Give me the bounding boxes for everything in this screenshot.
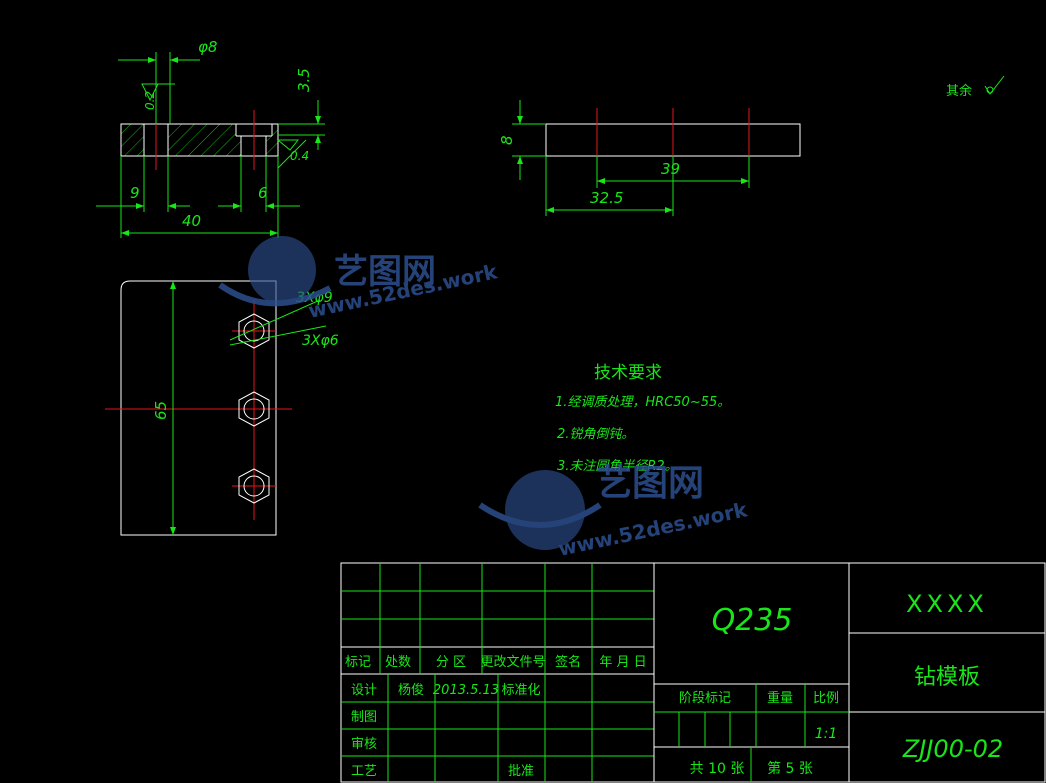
scale-value: 1:1 bbox=[815, 726, 838, 742]
sheet-number: 第 5 张 bbox=[767, 760, 813, 777]
dim-left-hole: 9 bbox=[130, 184, 140, 202]
watermark-globe-icon-2 bbox=[505, 470, 585, 550]
dim-39: 39 bbox=[661, 160, 680, 178]
dim-thickness: 8 bbox=[498, 135, 516, 145]
watermark-brand-2: 艺图网 bbox=[596, 463, 704, 504]
watermark-2: 艺图网 www.52des.work bbox=[478, 463, 750, 561]
row-draw: 制图 bbox=[351, 710, 377, 725]
header-date: 年 月 日 bbox=[599, 655, 646, 670]
row-standard: 标准化 bbox=[501, 683, 540, 698]
remaining-check-icon bbox=[984, 75, 1005, 95]
designer-name: 杨俊 bbox=[398, 683, 424, 698]
roughness-value-top: 0.2 bbox=[143, 91, 157, 110]
technical-requirements: 技术要求 1.经调质处理，HRC50~55。 2.锐角倒钝。 3.未注圆角半径R… bbox=[555, 363, 730, 474]
surface-remaining-note: 其余 bbox=[946, 75, 1005, 99]
header-sign: 签名 bbox=[555, 654, 581, 670]
roughness-value-slot: 0.4 bbox=[290, 149, 309, 163]
watermark-url-2: www.52des.work bbox=[556, 497, 750, 561]
header-count: 处数 bbox=[385, 655, 411, 670]
tech-line-1: 1.经调质处理，HRC50~55。 bbox=[555, 395, 730, 410]
watermark-brand: 艺图网 bbox=[334, 252, 436, 292]
header-doc: 更改文件号 bbox=[480, 655, 545, 670]
header-mark: 标记 bbox=[345, 655, 371, 670]
dim-32-5: 32.5 bbox=[590, 189, 623, 207]
watermark-1: 艺图网 www.52des.work bbox=[218, 236, 500, 323]
dim-height: 65 bbox=[152, 401, 170, 420]
header-zone: 分 区 bbox=[436, 655, 466, 670]
roughness-symbol-top bbox=[141, 83, 159, 102]
title-block: 标记 处数 分 区 更改文件号 签名 年 月 日 设计 杨俊 2013.5.13… bbox=[340, 562, 1046, 783]
part-name: 钻模板 bbox=[914, 665, 980, 690]
weight-label: 重量 bbox=[767, 690, 793, 706]
dim-right-hole: 6 bbox=[258, 184, 268, 202]
dim-small-holes: 3Xφ6 bbox=[302, 333, 339, 349]
plan-view bbox=[105, 280, 292, 536]
side-dimensions: 8 39 32.5 bbox=[498, 100, 750, 216]
drawing-number: ZJJ00-02 bbox=[902, 735, 1003, 763]
hole-1 bbox=[238, 313, 270, 349]
sheet-count: 共 10 张 bbox=[690, 761, 745, 777]
dim-overall-length: 40 bbox=[182, 212, 201, 230]
company-name: XXXX bbox=[906, 590, 988, 618]
row-design: 设计 bbox=[351, 683, 377, 698]
roughness-symbol-slot bbox=[276, 139, 300, 151]
remaining-label: 其余 bbox=[946, 83, 972, 99]
scale-label: 比例 bbox=[813, 691, 839, 706]
hole-3 bbox=[238, 468, 270, 504]
tech-title: 技术要求 bbox=[594, 363, 662, 383]
row-approve: 批准 bbox=[508, 764, 534, 779]
material: Q235 bbox=[712, 603, 793, 638]
watermark-globe-icon bbox=[248, 236, 316, 304]
tech-line-2: 2.锐角倒钝。 bbox=[557, 427, 634, 442]
row-check: 审核 bbox=[351, 737, 377, 752]
plan-outline bbox=[120, 280, 277, 536]
dim-top-depth: 3.5 bbox=[295, 68, 313, 92]
row-process: 工艺 bbox=[351, 764, 377, 779]
section-dimensions: φ8 3.5 0.2 0.4 9 6 40 bbox=[96, 38, 325, 238]
design-date: 2013.5.13 bbox=[433, 683, 499, 698]
stage-label: 阶段标记 bbox=[679, 691, 731, 706]
tech-line-3: 3.未注圆角半径R2。 bbox=[557, 459, 678, 474]
section-view bbox=[120, 110, 279, 170]
hole-2 bbox=[238, 391, 270, 427]
dim-top-dia: φ8 bbox=[198, 38, 217, 56]
